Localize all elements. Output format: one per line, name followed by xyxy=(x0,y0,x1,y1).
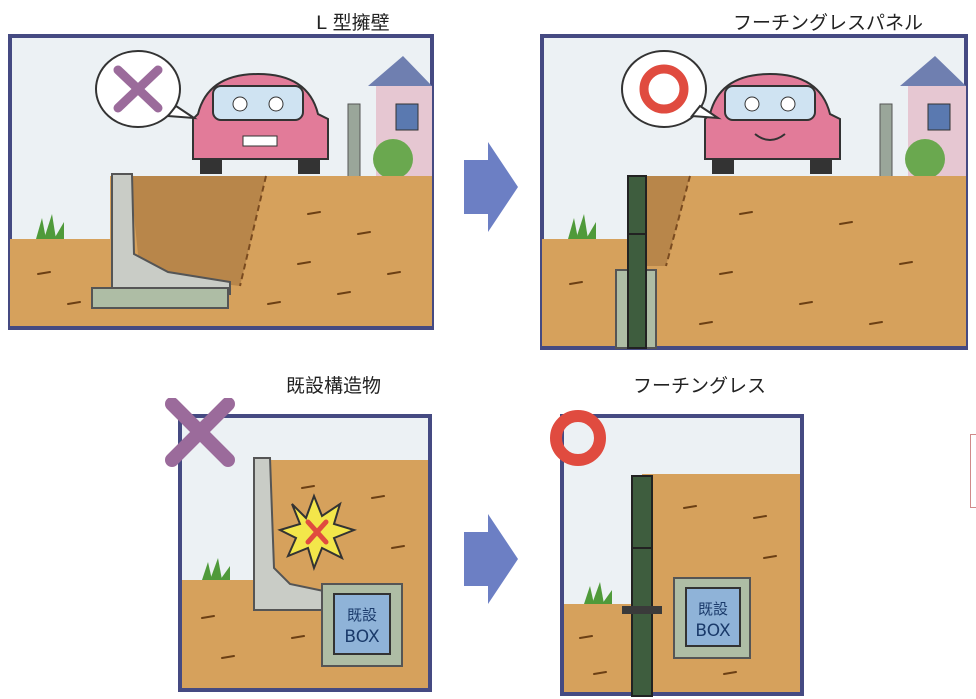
box-label-line1: 既設 xyxy=(698,600,728,618)
caption-footingless: フーチングレス xyxy=(633,375,767,397)
arrow-right-icon xyxy=(464,514,518,608)
car-icon xyxy=(192,72,329,174)
grass-icon xyxy=(568,214,596,239)
panel-existing-structure: 既設 BOX xyxy=(162,398,434,694)
caption-existing-structure: 既設構造物 xyxy=(286,375,382,397)
panel-footingless-panel xyxy=(540,34,968,350)
cross-mark-icon xyxy=(165,398,235,467)
arrow-right-icon xyxy=(464,142,518,236)
caption-l-retaining-wall: L 型擁壁 xyxy=(316,12,390,34)
box-label-line1: 既設 xyxy=(347,606,377,624)
caption-footingless-panel: フーチングレスパネル xyxy=(733,12,924,34)
explosion-icon xyxy=(277,493,358,572)
grass-icon xyxy=(36,214,64,239)
grass-icon xyxy=(584,582,612,604)
panel-footingless: 既設 BOX xyxy=(544,398,806,698)
circle-mark-icon xyxy=(621,50,722,128)
box-label-line2: BOX xyxy=(695,621,731,641)
circle-mark-icon xyxy=(550,410,606,466)
cross-mark-icon xyxy=(95,50,198,128)
grass-icon xyxy=(202,558,230,580)
car-icon xyxy=(704,72,841,174)
edge-tab xyxy=(970,434,976,508)
panel-l-retaining-wall xyxy=(8,34,434,330)
box-label-line2: BOX xyxy=(344,627,380,647)
